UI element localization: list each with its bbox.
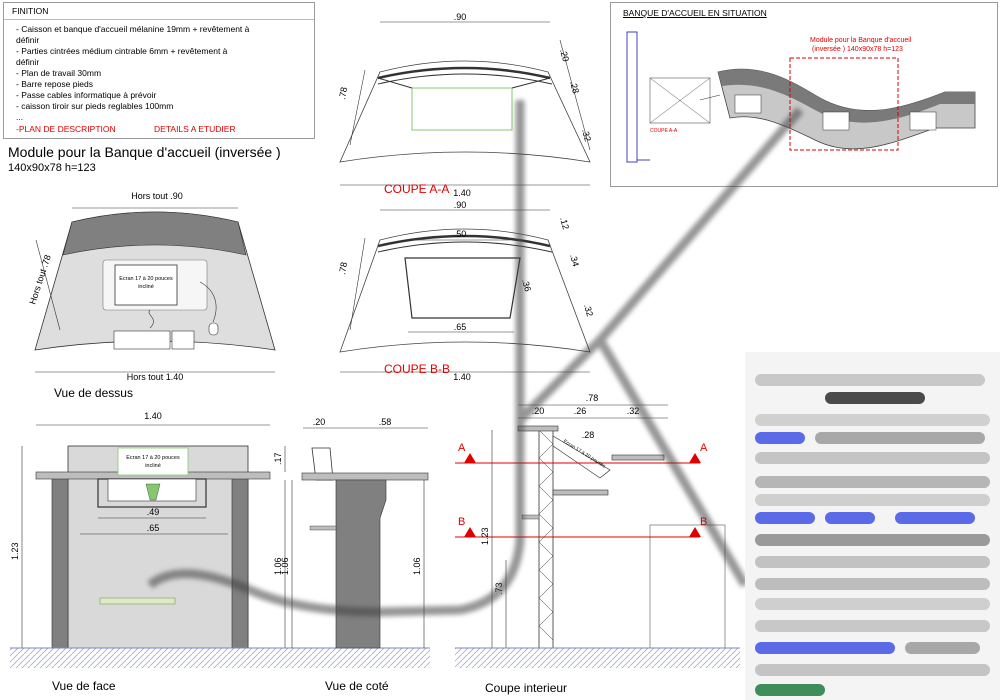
top-view-screen-label-2: incliné: [138, 284, 154, 290]
coupe-bb-top-dim: .90: [454, 200, 467, 210]
finition-lines: - Caisson et banque d'accueil mélanine 1…: [4, 20, 314, 135]
coupe-aa-left-dim: .78: [337, 86, 349, 100]
watermark-strokes: [147, 100, 804, 617]
front-view-label: Vue de face: [52, 679, 116, 693]
finition-line: - caisson tiroir sur pieds reglables 100…: [16, 101, 174, 111]
interior-diag-dim: .28: [582, 430, 595, 440]
front-top-dim: .17: [273, 452, 283, 465]
coupe-aa-right-dim: .32: [580, 128, 593, 143]
interior-top-dim: .78: [586, 393, 599, 403]
interior-dim: .26: [574, 406, 587, 416]
situation-plan: [626, 31, 976, 163]
coupe-bb-label: COUPE B-B: [384, 362, 450, 376]
side-top-left-dim: .20: [313, 417, 326, 427]
finition-line: - Caisson et banque d'accueil mélanine 1…: [16, 24, 250, 34]
situation-coupe-label: COUPE A-A: [650, 128, 678, 134]
top-view-width-dim: Hors tout .90: [131, 191, 183, 201]
top-view-depth-dim: Hors tout .78: [27, 254, 52, 306]
front-screen-label: Ecran 17 à 20 pouces: [126, 455, 180, 461]
coupe-bb-inner-top-dim: .50: [454, 229, 467, 239]
interior-label: Coupe interieur: [485, 681, 568, 695]
finition-panel: FINITION - Caisson et banque d'accueil m…: [3, 2, 315, 139]
front-height-dim: 1.23: [10, 542, 20, 560]
coupe-bb-inner-bottom-dim: .65: [454, 322, 467, 332]
front-inner-dim-2: .65: [147, 523, 160, 533]
coupe-bb-drawing: [339, 209, 591, 373]
finition-heading: FINITION: [4, 3, 314, 20]
coupe-aa-bottom-dim: 1.40: [453, 188, 471, 198]
front-inner-height-dim: 1.06: [273, 557, 283, 575]
coupe-bb-right-dim: .34: [568, 253, 581, 268]
coupe-aa-drawing: [339, 21, 591, 186]
interior-section: [455, 404, 740, 668]
side-view: [291, 427, 429, 649]
side-right-dim: 1.06: [412, 557, 422, 575]
finition-line: - Passe cables informatique à prévoir: [16, 90, 157, 100]
coupe-bb-right-dim: .32: [582, 303, 595, 318]
side-top-right-dim: .58: [379, 417, 392, 427]
situation-heading: BANQUE D'ACCUEIL EN SITUATION: [623, 8, 767, 18]
page-subtitle: 140x90x78 h=123: [8, 162, 96, 174]
noise-overlay: [745, 352, 1000, 700]
finition-line: - Barre repose pieds: [16, 79, 94, 89]
situation-module-label: Module pour la Banque d'accueil: [810, 37, 912, 44]
front-view: [10, 424, 430, 668]
coupe-bb-left-dim: .78: [337, 261, 349, 275]
finition-line: ...: [16, 112, 24, 122]
section-marker-a: A: [458, 442, 466, 454]
details-label: DETAILS A ETUDIER: [154, 124, 236, 134]
coupe-bb-right-dim: .12: [558, 216, 571, 231]
interior-height-dim: 1.23: [480, 527, 490, 545]
interior-dim: .20: [532, 406, 545, 416]
front-inner-dim-1: .49: [147, 507, 160, 517]
finition-line: - Plan de travail 30mm: [16, 68, 102, 78]
front-screen-label-2: incliné: [145, 463, 161, 469]
top-view-screen-label: Ecran 17 à 20 pouces: [119, 276, 173, 282]
top-view: [34, 207, 276, 373]
finition-line: - Parties cintrées médium cintrable 6mm …: [16, 46, 228, 56]
coupe-aa-right-dim: .28: [568, 80, 581, 95]
section-marker-a: A: [700, 442, 708, 454]
coupe-aa-label: COUPE A-A: [384, 182, 449, 196]
situation-module-sub: (inversée ) 140x90x78 h=123: [812, 46, 903, 53]
front-width-dim: 1.40: [144, 411, 162, 421]
coupe-bb-bottom-dim: 1.40: [453, 372, 471, 382]
interior-dim: .32: [627, 406, 640, 416]
plan-description-label: -PLAN DE DESCRIPTION: [16, 124, 116, 134]
finition-line: définir: [16, 35, 40, 45]
side-view-label: Vue de coté: [325, 679, 389, 693]
section-marker-b: B: [458, 516, 465, 528]
top-view-label: Vue de dessus: [54, 386, 133, 400]
coupe-aa-top-dim: .90: [454, 12, 467, 22]
page-title: Module pour la Banque d'accueil (inversé…: [8, 144, 281, 160]
coupe-aa-right-dim: .20: [558, 48, 571, 63]
side-left-dim: 1.06: [280, 557, 290, 575]
top-view-bottom-dim: Hors tout 1.40: [127, 372, 184, 382]
finition-line: définir: [16, 57, 40, 67]
